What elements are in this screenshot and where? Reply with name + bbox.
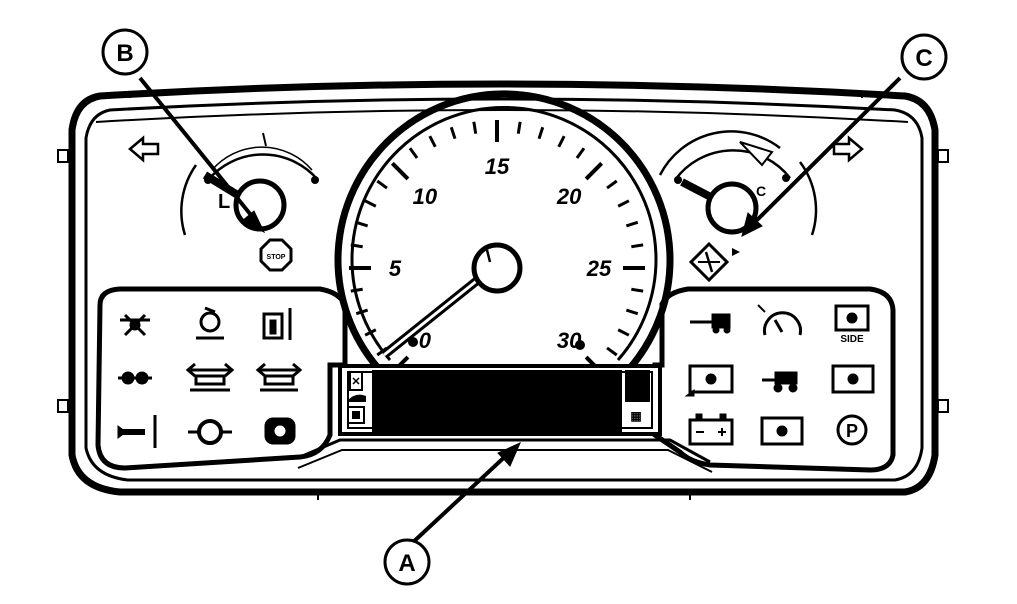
speedometer-minor-tick bbox=[617, 328, 630, 337]
speedometer-major-tick bbox=[390, 161, 410, 181]
callout-b: B bbox=[101, 28, 149, 76]
left-indicator-6-icon bbox=[255, 362, 303, 392]
speedometer-scale-label: 15 bbox=[485, 154, 510, 179]
battery-icon bbox=[688, 413, 734, 446]
center-display: ▦ bbox=[338, 364, 662, 436]
speedometer-minor-tick bbox=[350, 243, 363, 249]
right-indicator-6-icon bbox=[831, 364, 875, 394]
stop-sign-text: STOP bbox=[267, 254, 286, 261]
speedometer-minor-tick bbox=[355, 220, 369, 228]
speedometer-scale-label: 5 bbox=[389, 256, 402, 281]
callout-b-arrow bbox=[138, 76, 257, 222]
right-indicator-8-icon bbox=[760, 416, 804, 446]
speedometer-minor-tick bbox=[364, 328, 377, 337]
callout-arrows bbox=[138, 76, 902, 547]
callout-a-arrow bbox=[408, 450, 512, 547]
speedometer-minor-tick bbox=[631, 287, 644, 293]
left-gauge-letter: L bbox=[218, 191, 230, 213]
left-indicator-4-icon bbox=[118, 371, 152, 385]
speedometer-minor-tick bbox=[376, 179, 388, 190]
speedometer-minor-tick bbox=[364, 199, 377, 208]
right-gauge: C bbox=[658, 130, 818, 236]
right-indicator-3-icon: SIDE bbox=[834, 304, 870, 345]
left-indicator-8-icon bbox=[188, 419, 232, 445]
speedometer-minor-tick bbox=[575, 147, 586, 159]
sidebar-text: SIDE bbox=[840, 334, 864, 345]
parking-brake-icon: P bbox=[836, 414, 868, 446]
turn-right-arrow-icon bbox=[832, 135, 864, 163]
speedometer-hub bbox=[471, 242, 523, 294]
right-indicator-4-icon bbox=[684, 364, 734, 397]
cluster-housing bbox=[57, 80, 949, 500]
speedometer-minor-tick bbox=[516, 121, 522, 134]
speedometer-minor-tick bbox=[606, 179, 618, 190]
left-indicator-9-icon bbox=[264, 417, 296, 445]
right-indicator-5-icon bbox=[762, 371, 798, 393]
speedometer-scale-label: 20 bbox=[556, 184, 582, 209]
speedometer-major-tick bbox=[584, 161, 604, 181]
speedometer-minor-tick bbox=[355, 308, 369, 316]
speedometer-minor-tick bbox=[617, 199, 630, 208]
left-indicator-3-icon bbox=[262, 308, 292, 340]
callout-c-arrow bbox=[750, 76, 902, 227]
speedometer-scale-label: 0 bbox=[419, 328, 432, 353]
callout-a-label: A bbox=[398, 550, 415, 577]
speedometer-minor-tick bbox=[449, 126, 457, 140]
lower-panels bbox=[95, 286, 896, 473]
parking-brake-text: P bbox=[846, 421, 858, 441]
right-indicator-icons: SIDE P bbox=[684, 304, 875, 446]
speedometer-minor-tick bbox=[408, 147, 419, 159]
speedometer-scale-label: 10 bbox=[413, 184, 438, 209]
speedometer-minor-tick bbox=[557, 135, 566, 148]
speedometer-minor-tick bbox=[350, 287, 363, 293]
speedometer-minor-tick bbox=[625, 220, 639, 228]
diamond-warning-icon bbox=[688, 241, 740, 283]
speedometer-scale-label: 25 bbox=[586, 256, 612, 281]
speedometer-minor-tick bbox=[625, 308, 639, 316]
right-indicator-1-icon bbox=[690, 313, 731, 334]
speedometer-minor-tick bbox=[472, 121, 478, 134]
right-indicator-2-icon bbox=[757, 304, 802, 336]
callout-c: C bbox=[900, 33, 948, 81]
svg-text:▦: ▦ bbox=[630, 409, 641, 423]
left-indicator-1-icon bbox=[120, 313, 150, 337]
callout-b-label: B bbox=[116, 40, 133, 67]
svg-text:C: C bbox=[756, 183, 766, 199]
speedometer-minor-tick bbox=[537, 126, 545, 140]
left-indicator-5-icon bbox=[185, 362, 235, 392]
speedometer-minor-tick bbox=[631, 243, 644, 249]
callout-a: A bbox=[383, 538, 431, 586]
display-screen bbox=[372, 370, 622, 432]
speedometer-minor-tick bbox=[428, 135, 437, 148]
turn-left-arrow-icon bbox=[128, 135, 160, 163]
speedometer-minor-tick bbox=[606, 346, 618, 357]
callout-c-label: C bbox=[915, 45, 932, 72]
left-indicator-icons bbox=[117, 306, 303, 448]
stop-sign-icon: STOP bbox=[259, 238, 293, 272]
left-indicator-7-icon bbox=[117, 415, 157, 448]
left-indicator-2-icon bbox=[196, 306, 224, 340]
